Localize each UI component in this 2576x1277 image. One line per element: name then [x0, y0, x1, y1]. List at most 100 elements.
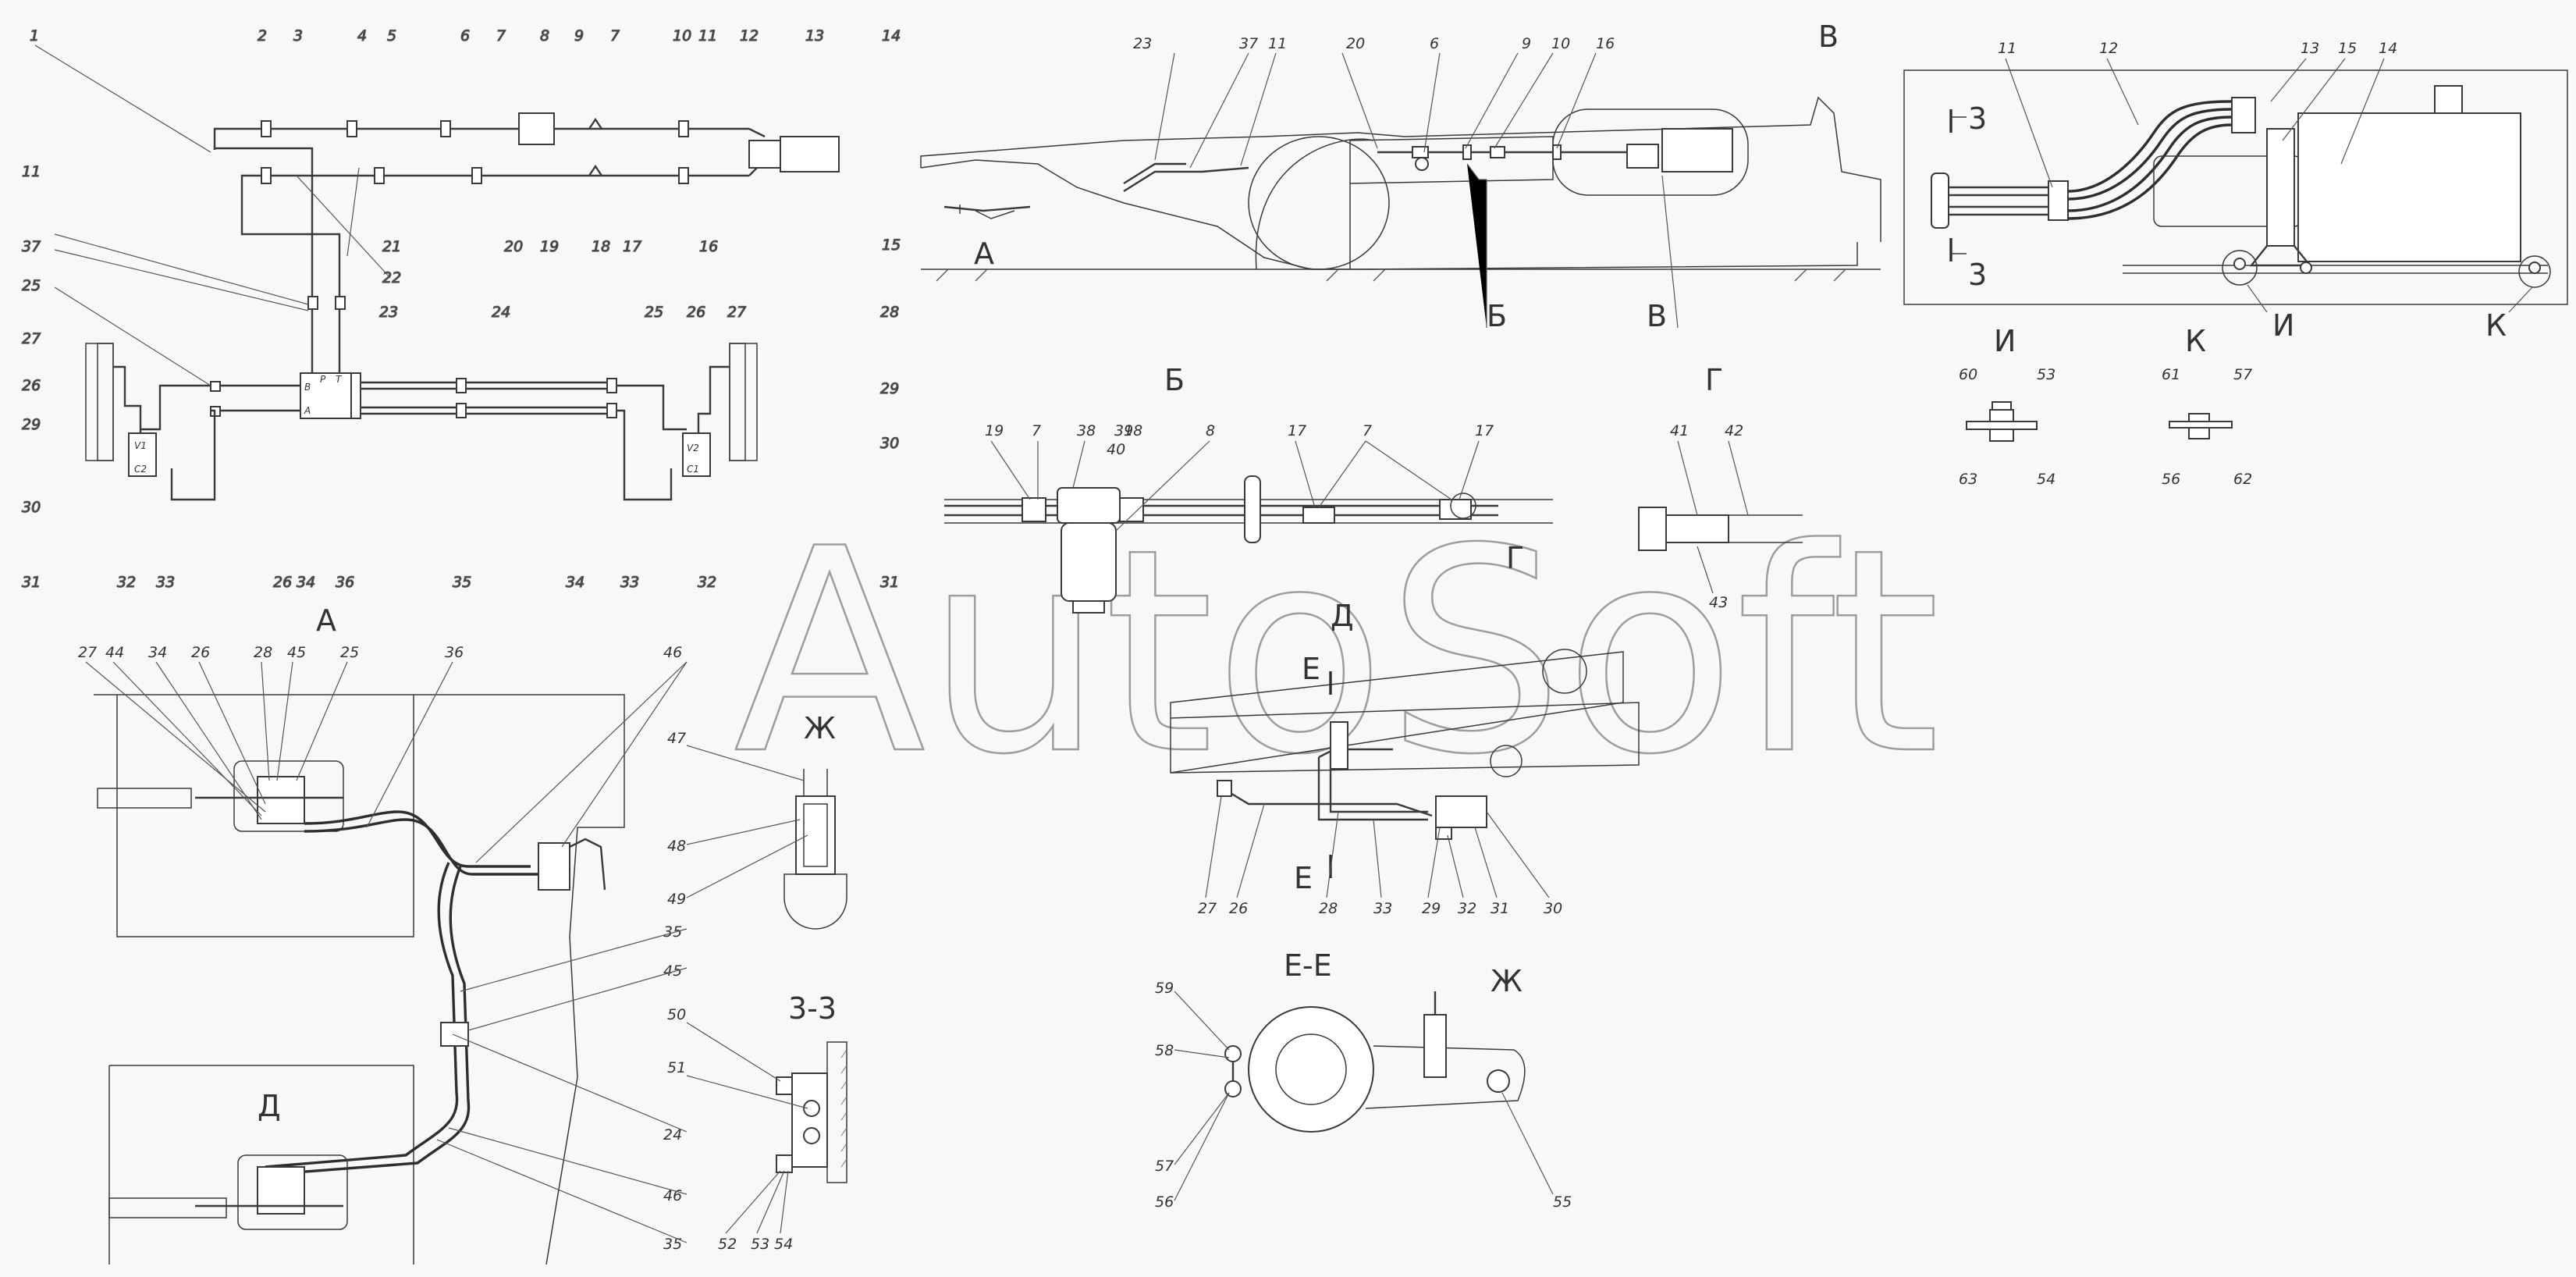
- marker-d: Д: [258, 1089, 281, 1123]
- callout-23: 23: [379, 304, 398, 321]
- view-b-filter: Б 19 7 38 39 40 18 8 17 7 17 Г: [944, 363, 1553, 614]
- callout-v11: 11: [1268, 35, 1287, 52]
- section-e-bottom: Е: [1294, 861, 1313, 895]
- callout-34: 34: [297, 574, 315, 591]
- callout-33b: 33: [620, 574, 639, 591]
- section-3-bottom: 3: [1968, 258, 1987, 292]
- callout-20: 20: [504, 238, 523, 255]
- callout-i-53: 53: [2037, 366, 2055, 383]
- callout-i-60: 60: [1959, 366, 1977, 383]
- callout-v20: 20: [1346, 35, 1365, 52]
- callout-z3-54: 54: [774, 1236, 793, 1253]
- callout-z3-52: 52: [718, 1236, 737, 1253]
- view-d-actuator: Д Е Е 27 26 28 33 29 32 31 30: [1170, 599, 1640, 917]
- callout-v-12: 12: [2099, 40, 2118, 57]
- callout-d-26: 26: [1229, 900, 1248, 917]
- callout-a-34: 34: [148, 644, 167, 661]
- callout-z3-53: 53: [751, 1236, 769, 1253]
- callout-z3-50: 50: [667, 1006, 686, 1023]
- callout-ee-57: 57: [1155, 1158, 1174, 1175]
- callout-v37: 37: [1239, 35, 1258, 52]
- view-g-fitting: Г 41 42 43: [1638, 363, 1803, 611]
- callout-11: 11: [698, 27, 717, 44]
- callout-17: 17: [623, 238, 641, 255]
- view-a-title-top: А: [316, 603, 336, 638]
- view-i-detail: И 60 53 63 54: [1959, 324, 2055, 488]
- callout-b-38: 38: [1077, 422, 1096, 439]
- hydraulic-schematic: B A P T V1 C2 V2 C1: [85, 112, 840, 501]
- callout-26: 26: [22, 377, 41, 394]
- callout-16: 16: [699, 238, 718, 255]
- callout-a-45b: 45: [663, 962, 682, 980]
- callout-d-33: 33: [1373, 900, 1392, 917]
- view-ee-lever: Е-Е Ж 59 58 57 56 55: [1155, 948, 1572, 1211]
- callout-d-32: 32: [1458, 900, 1476, 917]
- schematic-callouts: 1 2 3 4 5 6 7 8 9 7 10 11 12 13 14 15 16…: [21, 27, 901, 591]
- callout-26c: 26: [273, 574, 292, 591]
- callout-i-54: 54: [2037, 471, 2055, 488]
- callout-v-13: 13: [2301, 40, 2319, 57]
- callout-b-7: 7: [1032, 422, 1041, 439]
- port-t-label: T: [336, 374, 343, 385]
- callout-v9: 9: [1522, 35, 1531, 52]
- callout-v-11: 11: [1998, 40, 2016, 57]
- view-z3-title: 3-3: [788, 991, 837, 1026]
- callout-4: 4: [357, 27, 367, 44]
- view-k-title: К: [2185, 324, 2206, 358]
- callout-a-44: 44: [105, 644, 124, 661]
- callout-1: 1: [30, 27, 39, 44]
- callout-8: 8: [540, 27, 549, 44]
- callout-zh-49: 49: [667, 891, 686, 908]
- callout-32: 32: [117, 574, 136, 591]
- callout-a-46: 46: [663, 644, 682, 661]
- callout-b-18: 18: [1124, 422, 1142, 439]
- port-b-label: B: [304, 382, 311, 393]
- callout-d-28: 28: [1319, 900, 1338, 917]
- callout-11b: 11: [22, 163, 41, 180]
- callout-a-25: 25: [340, 644, 359, 661]
- view-v-title: В: [1818, 20, 1839, 54]
- callout-15: 15: [882, 237, 901, 254]
- callout-14: 14: [882, 27, 901, 44]
- callout-ee-58: 58: [1155, 1042, 1174, 1059]
- callout-26b: 26: [687, 304, 705, 321]
- callout-36: 36: [336, 574, 354, 591]
- callout-v10: 10: [1551, 35, 1570, 52]
- callout-v16: 16: [1596, 35, 1615, 52]
- view-v-tank-section: В 3 3 И К 11 12 13 15 14: [1818, 20, 2568, 343]
- callout-18: 18: [592, 238, 610, 255]
- view-g-title: Г: [1705, 363, 1723, 397]
- port-a-label: A: [304, 405, 311, 416]
- callout-37: 37: [22, 238, 41, 255]
- callout-22: 22: [382, 269, 401, 286]
- callout-d-30: 30: [1544, 900, 1562, 917]
- marker-k: К: [2485, 308, 2507, 343]
- callout-ee-55: 55: [1553, 1193, 1572, 1211]
- callout-v-14: 14: [2379, 40, 2397, 57]
- callout-34b: 34: [566, 574, 584, 591]
- section-3-top: 3: [1968, 101, 1987, 136]
- callout-a-28: 28: [254, 644, 272, 661]
- callout-13: 13: [805, 27, 824, 44]
- callout-v6: 6: [1430, 35, 1439, 52]
- callout-a-27: 27: [78, 644, 97, 661]
- view-a-routing: 27 44 34 26 28 45 25 36 46 35 45 24 46 3…: [78, 644, 688, 1265]
- callout-d-29: 29: [1422, 900, 1441, 917]
- callout-33: 33: [156, 574, 175, 591]
- callout-z3-51: 51: [667, 1059, 686, 1076]
- callout-b-39: 39: [1114, 422, 1133, 439]
- callout-k-56: 56: [2162, 471, 2180, 488]
- callout-a-45: 45: [287, 644, 306, 661]
- callout-ee-56: 56: [1155, 1193, 1174, 1211]
- callout-b-17b: 17: [1475, 422, 1494, 439]
- callout-d-31: 31: [1491, 900, 1509, 917]
- callout-24: 24: [492, 304, 510, 321]
- callout-19: 19: [540, 238, 559, 255]
- callout-2: 2: [258, 27, 267, 44]
- callout-zh-47: 47: [667, 730, 686, 747]
- callout-g-43: 43: [1709, 594, 1728, 611]
- callout-31: 31: [22, 574, 41, 591]
- callout-9: 9: [574, 27, 584, 44]
- view-z3-bracket: 3-3 50 51 52 53 54: [667, 991, 847, 1253]
